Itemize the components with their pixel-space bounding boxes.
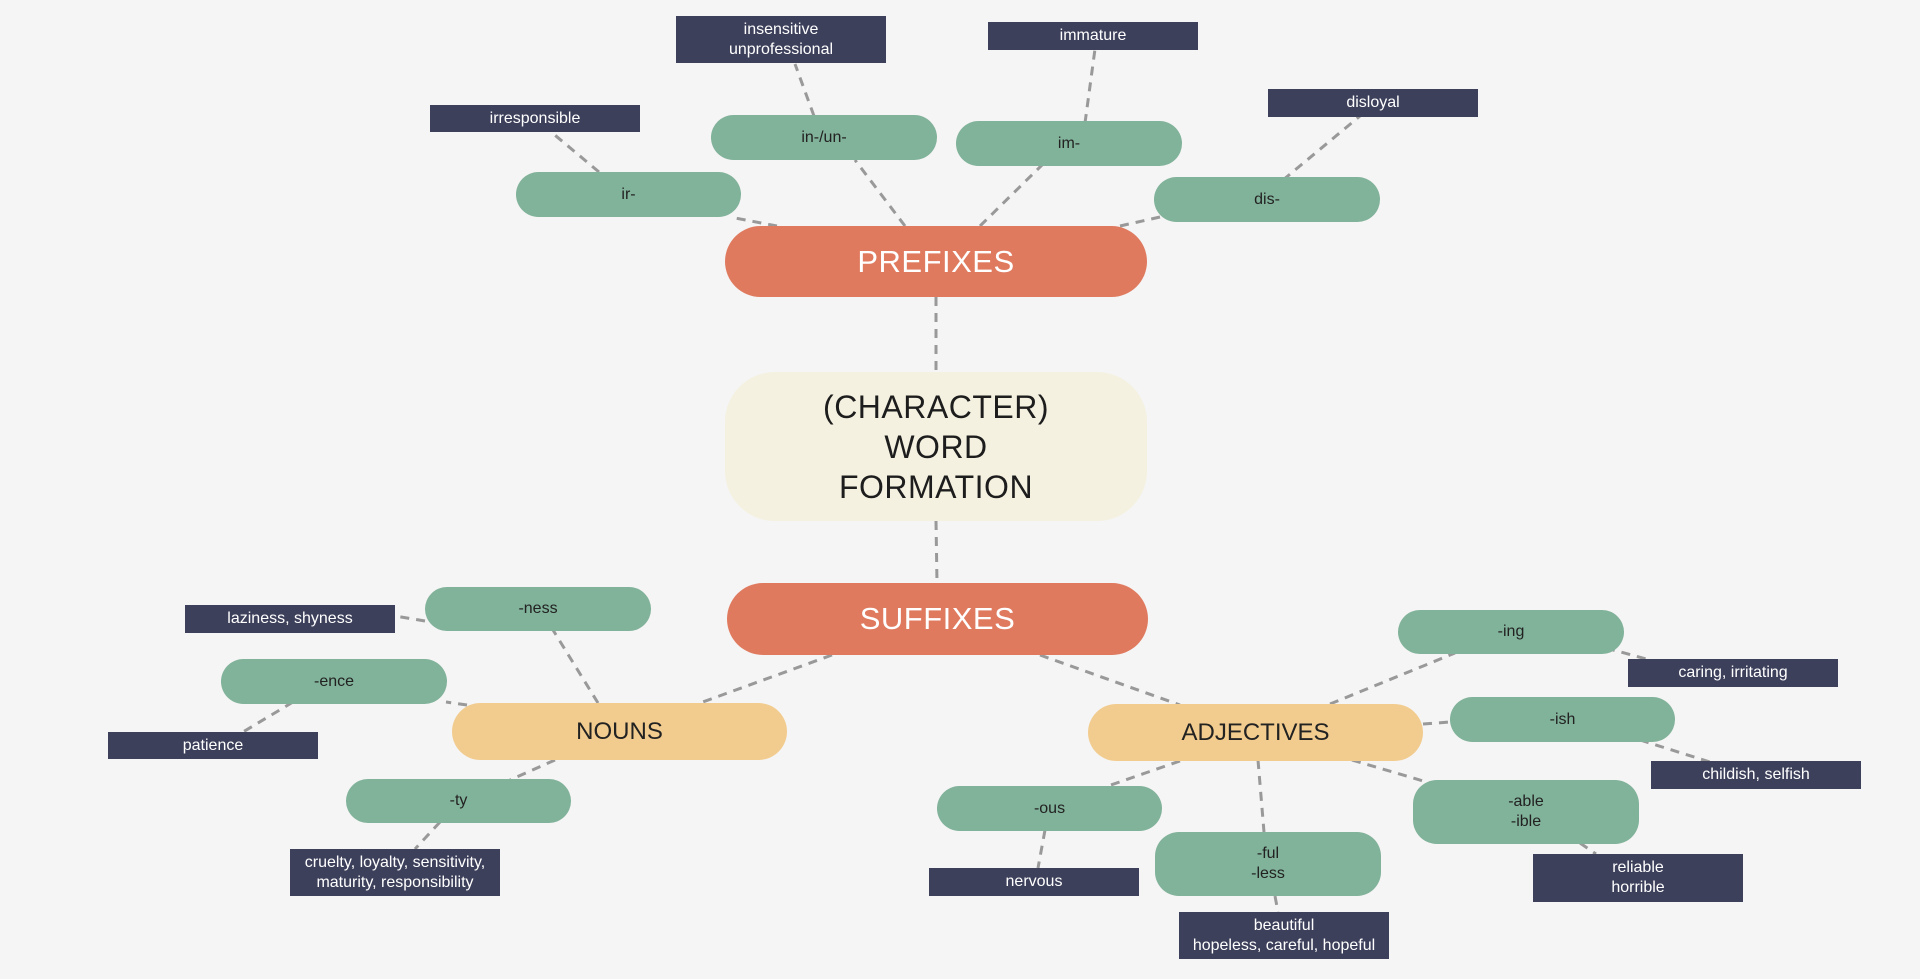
suffix-ing-node: -ing [1398, 610, 1624, 654]
connector-line [394, 614, 426, 623]
suffix-ous-examples: nervous [929, 868, 1139, 896]
connector-line [1107, 759, 1181, 788]
connector-line [1422, 720, 1451, 726]
suffix-ness-node: -ness [425, 587, 651, 631]
connector-line [445, 700, 468, 707]
suffix-ish-node: -ish [1450, 697, 1675, 742]
connector-line [1119, 215, 1161, 228]
suffix-able-ible-node: -able -ible [1413, 780, 1639, 844]
suffix-ty-examples: cruelty, loyalty, sensitivity, maturity,… [290, 849, 500, 896]
connector-line [978, 162, 1045, 228]
prefix-ir-node: ir- [516, 172, 741, 217]
prefix-in-un-examples: insensitive unprofessional [676, 16, 886, 63]
connector-line [1273, 895, 1280, 913]
suffix-ful-less-node: -ful -less [1155, 832, 1381, 896]
connector-line [1039, 653, 1181, 707]
suffix-able-ible-examples: reliable horrible [1533, 854, 1743, 902]
suffix-ous-node: -ous [937, 786, 1162, 831]
connector-line [1579, 841, 1597, 856]
prefix-im-examples: immature [988, 22, 1198, 50]
suffix-ty-node: -ty [346, 779, 571, 823]
prefix-im-node: im- [956, 121, 1182, 166]
connector-line [1351, 758, 1431, 785]
prefix-dis-examples: disloyal [1268, 89, 1478, 117]
connector-line [934, 520, 939, 584]
suffix-ing-examples: caring, irritating [1628, 659, 1838, 687]
suffix-ence-node: -ence [221, 659, 447, 704]
connector-line [1083, 48, 1097, 124]
suffix-ish-examples: childish, selfish [1651, 761, 1861, 789]
prefix-ir-examples: irresponsible [430, 105, 640, 132]
connector-line [793, 63, 816, 117]
suffix-ful-less-examples: beautiful hopeless, careful, hopeful [1179, 912, 1389, 959]
connector-line [1639, 738, 1711, 764]
connector-line [1256, 759, 1266, 833]
connector-line [1036, 829, 1047, 869]
prefixes-node: PREFIXES [725, 226, 1147, 297]
connector-line [242, 700, 294, 734]
connector-line [1282, 114, 1361, 182]
adjectives-node: ADJECTIVES [1088, 704, 1423, 761]
connector-line [1329, 651, 1456, 706]
connector-line [413, 820, 442, 851]
connector-line [699, 653, 833, 705]
connector-line [549, 129, 600, 174]
nouns-node: NOUNS [452, 703, 787, 760]
prefix-in-un-node: in-/un- [711, 115, 937, 160]
center-topic: (CHARACTER) WORD FORMATION [725, 372, 1147, 521]
suffix-ness-examples: laziness, shyness [185, 605, 395, 633]
prefix-dis-node: dis- [1154, 177, 1380, 222]
suffix-ence-examples: patience [108, 732, 318, 759]
connector-line [729, 215, 778, 228]
connector-line [509, 758, 556, 782]
suffixes-node: SUFFIXES [727, 583, 1148, 655]
connector-line [551, 629, 600, 704]
connector-line [853, 159, 907, 227]
